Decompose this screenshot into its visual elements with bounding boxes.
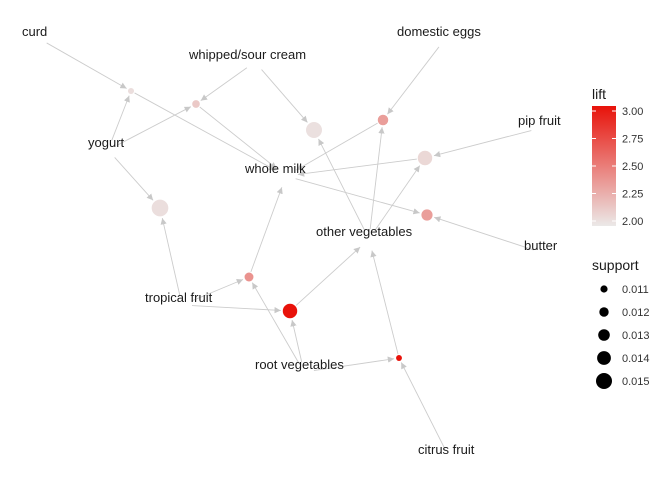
lift-tick-label: 3.00 <box>622 106 643 118</box>
edge-r7-milk <box>250 187 283 273</box>
rule-node-r4[interactable] <box>377 114 389 126</box>
item-label-butter[interactable]: butter <box>524 238 558 253</box>
legend-lift-title: lift <box>592 86 606 102</box>
support-key-label: 0.011 <box>622 284 649 296</box>
rule-node-r3[interactable] <box>306 122 322 138</box>
rule-nodes-layer <box>127 87 433 361</box>
legend-lift: lift 3.00 2.75 2.50 2.25 2.00 <box>592 86 643 228</box>
rule-node-r2[interactable] <box>192 100 200 108</box>
rule-node-r8[interactable] <box>421 209 433 221</box>
support-key-dot <box>599 307 609 317</box>
edge-root-r10 <box>313 356 395 371</box>
item-label-whipped-sour-cream[interactable]: whipped/sour cream <box>188 47 306 62</box>
edge-r1-milk <box>134 92 276 171</box>
edge-r10-other <box>370 250 399 355</box>
edge-tropical-r9 <box>191 305 281 314</box>
rule-node-r6[interactable] <box>151 199 169 217</box>
legend-support: support 0.011 0.012 0.013 0.014 0.015 <box>592 257 650 389</box>
item-label-domestic-eggs[interactable]: domestic eggs <box>397 24 481 39</box>
edge-eggs-r4 <box>387 46 440 115</box>
edge-citrus-r10 <box>400 362 445 449</box>
edges-layer <box>46 42 534 449</box>
lift-tick-label: 2.25 <box>622 189 643 201</box>
lift-tick-label: 2.50 <box>622 161 643 173</box>
item-labels: curd whipped/sour cream domestic eggs yo… <box>22 24 561 457</box>
edge-yogurt-r2 <box>116 106 192 146</box>
support-key-label: 0.012 <box>622 307 650 319</box>
edge-r2-milk <box>199 106 277 169</box>
rule-node-r10[interactable] <box>396 355 402 361</box>
support-key-label: 0.014 <box>622 353 650 365</box>
support-key-label: 0.013 <box>622 330 650 342</box>
support-key-dot <box>596 373 612 389</box>
edge-root-r9 <box>290 319 303 363</box>
edge-tropical-r7 <box>191 279 244 302</box>
edge-other-r5 <box>374 165 421 232</box>
edge-pip-r5 <box>433 130 532 158</box>
legend-lift-ticks: 3.00 2.75 2.50 2.25 2.00 <box>592 106 643 228</box>
rule-node-r1[interactable] <box>127 87 135 95</box>
edge-whipped-r3 <box>261 69 308 123</box>
item-label-citrus-fruit[interactable]: citrus fruit <box>418 442 475 457</box>
edge-r9-other <box>295 246 361 306</box>
item-label-other-vegetables[interactable]: other vegetables <box>316 224 413 239</box>
item-label-root-vegetables[interactable]: root vegetables <box>255 357 344 372</box>
edge-tropical-r6 <box>160 217 181 296</box>
rule-node-r5[interactable] <box>417 150 433 166</box>
edge-root-r7 <box>251 282 300 364</box>
edge-whipped-r2 <box>200 67 248 101</box>
edge-butter-r8 <box>434 216 534 251</box>
edge-other-r3 <box>318 138 365 231</box>
support-key-dot <box>597 351 611 365</box>
item-label-yogurt[interactable]: yogurt <box>88 135 125 150</box>
legend-support-title: support <box>592 257 639 273</box>
item-label-tropical-fruit[interactable]: tropical fruit <box>145 290 213 305</box>
rule-node-r9[interactable] <box>282 303 298 319</box>
edge-milk-r8 <box>295 178 420 215</box>
legend-support-keys: 0.011 0.012 0.013 0.014 0.015 <box>596 284 650 389</box>
support-key-dot <box>598 329 610 341</box>
rule-node-r7[interactable] <box>244 272 254 282</box>
item-label-pip-fruit[interactable]: pip fruit <box>518 113 561 128</box>
item-label-curd[interactable]: curd <box>22 24 47 39</box>
lift-tick-label: 2.75 <box>622 134 643 146</box>
edge-yogurt-r1 <box>111 95 130 141</box>
support-key-dot <box>600 285 608 293</box>
item-label-whole-milk[interactable]: whole milk <box>244 161 306 176</box>
support-key-label: 0.015 <box>622 376 650 388</box>
edge-r4-milk <box>296 122 378 171</box>
edge-curd-r1 <box>46 42 127 89</box>
lift-tick-label: 2.00 <box>622 216 643 228</box>
edge-yogurt-r6 <box>114 157 154 201</box>
edge-r5-milk <box>297 158 417 177</box>
edge-other-r4 <box>369 127 385 230</box>
